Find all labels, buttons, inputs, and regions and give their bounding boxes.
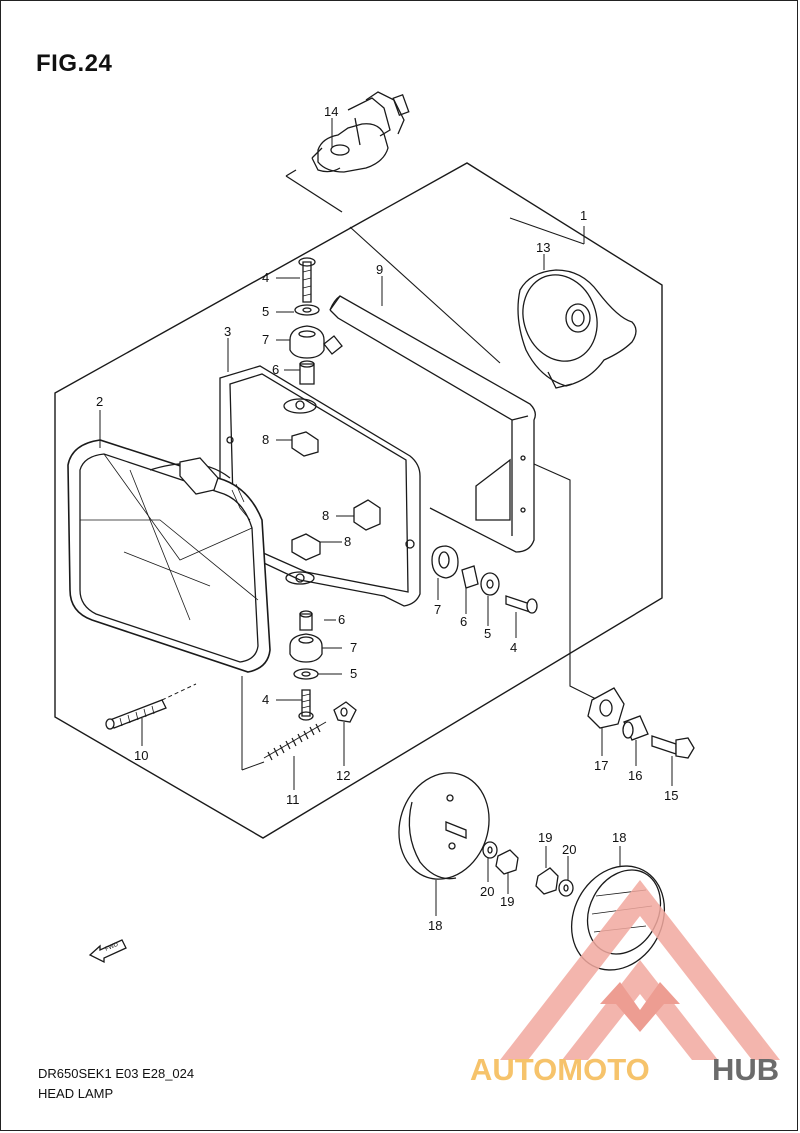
callout-2: 2 [96, 394, 103, 409]
callout-4-bottom: 4 [262, 692, 269, 707]
callout-labels: 1 2 3 4 4 4 5 5 5 6 6 6 7 7 7 8 8 8 9 10… [96, 104, 678, 933]
callout-6-top: 6 [272, 362, 279, 377]
callout-18-left: 18 [428, 918, 442, 933]
callout-7-top: 7 [262, 332, 269, 347]
automotohub-watermark-logo [500, 880, 780, 1060]
callout-leaders [99, 118, 673, 916]
fwd-direction-arrow [88, 939, 127, 964]
reflector-part-18-left [398, 772, 490, 880]
callout-11: 11 [286, 792, 300, 807]
headlamp-unit-part-2 [67, 439, 271, 673]
assembly-outline [54, 162, 663, 839]
callout-1: 1 [580, 208, 587, 223]
callout-6-right: 6 [460, 614, 467, 629]
callout-3: 3 [224, 324, 231, 339]
watermark-text-primary: AUTOMOTO [470, 1052, 650, 1087]
callout-19-right: 19 [538, 830, 552, 845]
nut-clip-part-12 [333, 701, 357, 723]
bulb-leader-b [285, 169, 297, 177]
callout-5-top: 5 [262, 304, 269, 319]
callout-13: 13 [536, 240, 550, 255]
bulb-part-14 [311, 91, 410, 173]
socket-to-bulb-line [349, 226, 501, 364]
callout-5-bottom: 5 [350, 666, 357, 681]
bracket-leader [533, 463, 599, 701]
spring-part-11 [241, 676, 327, 771]
callout-20-left: 20 [480, 884, 494, 899]
callout-10: 10 [134, 748, 148, 763]
figure-code: DR650SEK1 E03 E28_024 [38, 1066, 195, 1081]
callout-19-left: 19 [500, 894, 514, 909]
figure-title: FIG.24 [36, 50, 113, 77]
socket-cover-part-13 [517, 269, 637, 389]
callout-8-b: 8 [322, 508, 329, 523]
clip-nuts-part-8 [291, 431, 381, 561]
adjusting-screw-part-10 [105, 683, 197, 730]
callout-8-c: 8 [344, 534, 351, 549]
callout-4-top: 4 [262, 270, 269, 285]
figure-name: HEAD LAMP [38, 1086, 114, 1101]
callout-15: 15 [664, 788, 678, 803]
callout-14: 14 [324, 104, 338, 119]
callout-5-right: 5 [484, 626, 491, 641]
washers-nuts-19-20 [482, 841, 574, 897]
rim-frame-part-9 [329, 295, 536, 553]
callout-18-right: 18 [612, 830, 626, 845]
callout-4-right: 4 [510, 640, 517, 655]
callout-7-right: 7 [434, 602, 441, 617]
fwd-label: FWD [104, 942, 120, 953]
lower-adjuster-stack [289, 610, 323, 721]
callout-20-right: 20 [562, 842, 576, 857]
callout-8-a: 8 [262, 432, 269, 447]
upper-adjuster-stack [289, 257, 343, 385]
watermark-text-secondary: HUB [712, 1052, 779, 1087]
right-adjuster-stack [431, 545, 538, 614]
bracket-parts-15-16-17 [587, 687, 695, 759]
callout-7-bottom: 7 [350, 640, 357, 655]
callout-6-bottom: 6 [338, 612, 345, 627]
callout-12: 12 [336, 768, 350, 783]
callout-16: 16 [628, 768, 642, 783]
callout-9: 9 [376, 262, 383, 277]
bulb-leader-a [285, 175, 343, 213]
callout-17: 17 [594, 758, 608, 773]
